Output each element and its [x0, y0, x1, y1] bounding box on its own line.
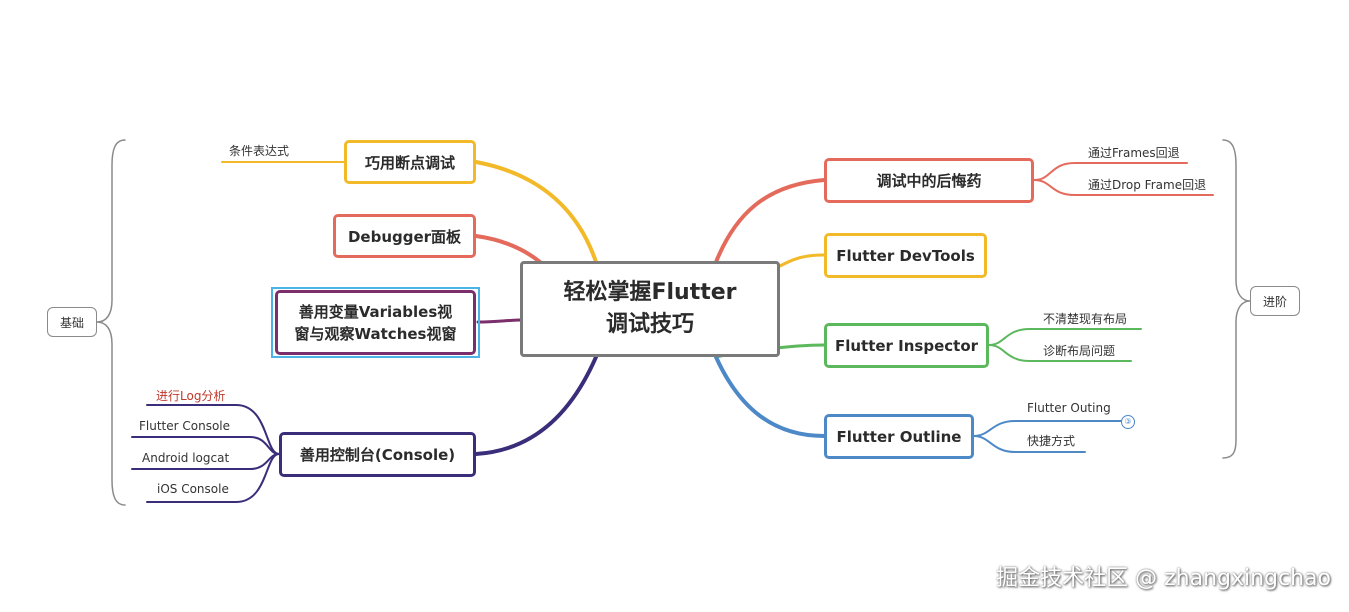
connector-devtools: [778, 253, 826, 268]
connector-leaf-frames: [1033, 162, 1188, 181]
branch-inspector[interactable]: Flutter Inspector: [824, 323, 989, 368]
connector-debugger: [474, 234, 542, 264]
branch-breakpoint[interactable]: 巧用断点调试: [344, 140, 476, 184]
number-badge-icon: ③: [1121, 415, 1135, 429]
watermark: 掘金技术社区 @ zhangxingchao: [996, 566, 1331, 591]
root-title-line-1: 轻松掌握Flutter: [563, 280, 737, 305]
variables-line-1: 善用变量Variables视: [298, 302, 453, 321]
brace-basic: [96, 139, 126, 506]
root-topic[interactable]: 轻松掌握Flutter 调试技巧: [520, 261, 780, 357]
connector-outline: [714, 355, 826, 438]
leaf-diagnose-layout[interactable]: 诊断布局问题: [1043, 344, 1116, 358]
connector-leaf-unclear: [988, 328, 1142, 346]
connector-regret: [714, 178, 826, 264]
group-basic-tag[interactable]: 基础: [47, 307, 97, 337]
root-title-line-2: 调试技巧: [605, 312, 694, 337]
connector-leaf-diagnose: [988, 344, 1132, 362]
connector-leaf-shortcut: [973, 435, 1086, 453]
group-advanced-tag[interactable]: 进阶: [1250, 286, 1300, 316]
connector-leaf-flutter-console: [131, 436, 280, 455]
leaf-condition-expression[interactable]: 条件表达式: [229, 144, 290, 158]
leaf-frames-rollback[interactable]: 通过Frames回退: [1088, 146, 1180, 160]
branch-variables-outline: [271, 287, 480, 358]
variables-line-2: 窗与观察Watches视窗: [294, 324, 457, 343]
leaf-unclear-layout[interactable]: 不清楚现有布局: [1043, 312, 1128, 326]
connector-leaf-dropframe: [1033, 179, 1214, 196]
brace-advanced: [1222, 139, 1251, 459]
leaf-flutter-outing[interactable]: Flutter Outing: [1027, 401, 1111, 415]
branch-debugger-panel[interactable]: Debugger面板: [333, 214, 476, 258]
leaf-android-logcat[interactable]: Android logcat: [142, 451, 230, 465]
branch-devtools[interactable]: Flutter DevTools: [824, 233, 987, 278]
connector-console: [474, 355, 598, 456]
leaf-drop-frame-rollback[interactable]: 通过Drop Frame回退: [1088, 178, 1207, 192]
branch-console[interactable]: 善用控制台(Console): [279, 432, 476, 477]
connector-variables: [476, 318, 523, 324]
leaf-flutter-console[interactable]: Flutter Console: [139, 419, 231, 433]
branch-outline[interactable]: Flutter Outline: [824, 414, 974, 459]
connector-breakpoint: [474, 160, 598, 264]
connector-leaf-ios: [146, 453, 280, 503]
leaf-ios-console[interactable]: iOS Console: [157, 482, 229, 496]
leaf-shortcut[interactable]: 快捷方式: [1027, 434, 1076, 448]
leaf-log-analysis[interactable]: 进行Log分析: [156, 389, 226, 403]
branch-variables-watches[interactable]: 善用变量Variables视 窗与观察Watches视窗: [275, 290, 476, 355]
branch-regret[interactable]: 调试中的后悔药: [824, 158, 1034, 203]
